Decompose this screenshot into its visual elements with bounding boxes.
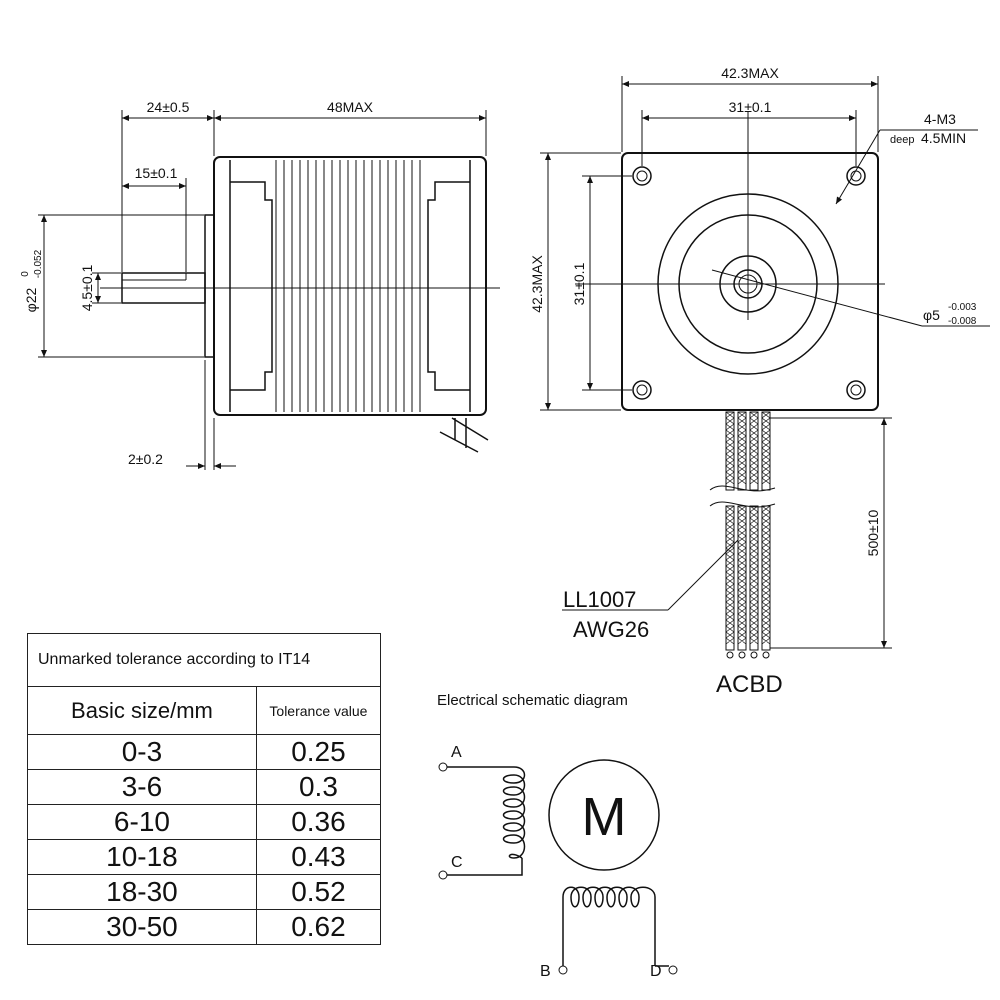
table-row: 0-3 0.25: [27, 734, 382, 770]
coil-bd: [562, 886, 656, 908]
terminal-d: D: [650, 963, 662, 980]
row-tolerance: 0.25: [255, 734, 382, 770]
col-tolerance-value: Tolerance value: [255, 686, 382, 735]
row-tolerance: 0.36: [255, 804, 382, 840]
wire-type: LL1007: [563, 587, 636, 612]
dim-front-height: 42.3MAX: [529, 255, 545, 313]
cooling-fins: [275, 160, 421, 412]
table-row: 6-10 0.36: [27, 804, 382, 840]
mounting-holes: [632, 166, 866, 400]
row-size: 6-10: [27, 804, 257, 840]
lead-wire: [761, 411, 771, 659]
holes-depth: 4.5MIN: [921, 130, 966, 146]
dim-lead-length: 500±10: [865, 509, 881, 556]
table-row: 18-30 0.52: [27, 874, 382, 910]
motor-body-front: [621, 152, 879, 411]
col-basic-size: Basic size/mm: [27, 686, 257, 735]
lead-wires: [725, 411, 771, 659]
shaft-tol-upper: -0.003: [948, 302, 977, 313]
motor-body-side: [213, 156, 487, 416]
row-tolerance: 0.43: [255, 839, 382, 875]
row-size: 0-3: [27, 734, 257, 770]
coil-ac: [502, 766, 526, 859]
row-size: 18-30: [27, 874, 257, 910]
schematic-title: Electrical schematic diagram: [437, 692, 628, 709]
terminal-b: B: [540, 963, 551, 980]
tolerance-table: Unmarked tolerance according to IT14 Bas…: [27, 633, 382, 945]
table-row: 3-6 0.3: [27, 769, 382, 805]
dim-flat-width: 4.5±0.1: [79, 264, 95, 311]
row-size: 3-6: [27, 769, 257, 805]
dim-hole-pitch-x: 31±0.1: [729, 99, 772, 115]
table-row: 10-18 0.43: [27, 839, 382, 875]
lead-wire: [725, 411, 735, 659]
dim-boss-tol-lower: -0.052: [33, 249, 44, 278]
row-tolerance: 0.52: [255, 874, 382, 910]
shaft-dia: φ5: [923, 307, 940, 323]
dim-boss-diameter: φ22: [23, 287, 39, 312]
side-view: 24±0.5 48MAX 15±0.1 4.5±0.1 φ22 0 -0.052…: [20, 99, 500, 470]
motor-symbol-circle: [548, 759, 660, 871]
dim-flat-length: 15±0.1: [135, 165, 178, 181]
lead-wire: [737, 411, 747, 659]
tolerance-caption: Unmarked tolerance according to IT14: [27, 633, 381, 687]
front-view: 42.3MAX 31±0.1 42.3MAX 31±0.1 4-M3 deep …: [529, 65, 990, 698]
dim-shaft-length: 24±0.5: [147, 99, 190, 115]
lead-wire: [749, 411, 759, 659]
motor-symbol: M: [582, 787, 627, 847]
dim-hole-pitch-y: 31±0.1: [571, 262, 587, 305]
dim-boss-height: 2±0.2: [128, 451, 163, 467]
dim-front-width: 42.3MAX: [721, 65, 779, 81]
shaft-tol-lower: -0.008: [948, 316, 977, 327]
holes-label: 4-M3: [924, 111, 956, 127]
terminal-c: C: [451, 854, 463, 871]
dim-boss-tol-upper: 0: [20, 271, 31, 277]
holes-depth-prefix: deep: [890, 134, 914, 146]
row-tolerance: 0.62: [255, 909, 382, 945]
electrical-schematic: Electrical schematic diagram A C M B D: [437, 692, 678, 980]
row-size: 30-50: [27, 909, 257, 945]
wire-gauge: AWG26: [573, 617, 649, 642]
row-tolerance: 0.3: [255, 769, 382, 805]
terminal-a: A: [451, 744, 462, 761]
row-size: 10-18: [27, 839, 257, 875]
dim-body-length: 48MAX: [327, 99, 374, 115]
table-row: 30-50 0.62: [27, 909, 382, 945]
wire-order: ACBD: [716, 671, 783, 698]
front-boss: [204, 214, 215, 358]
